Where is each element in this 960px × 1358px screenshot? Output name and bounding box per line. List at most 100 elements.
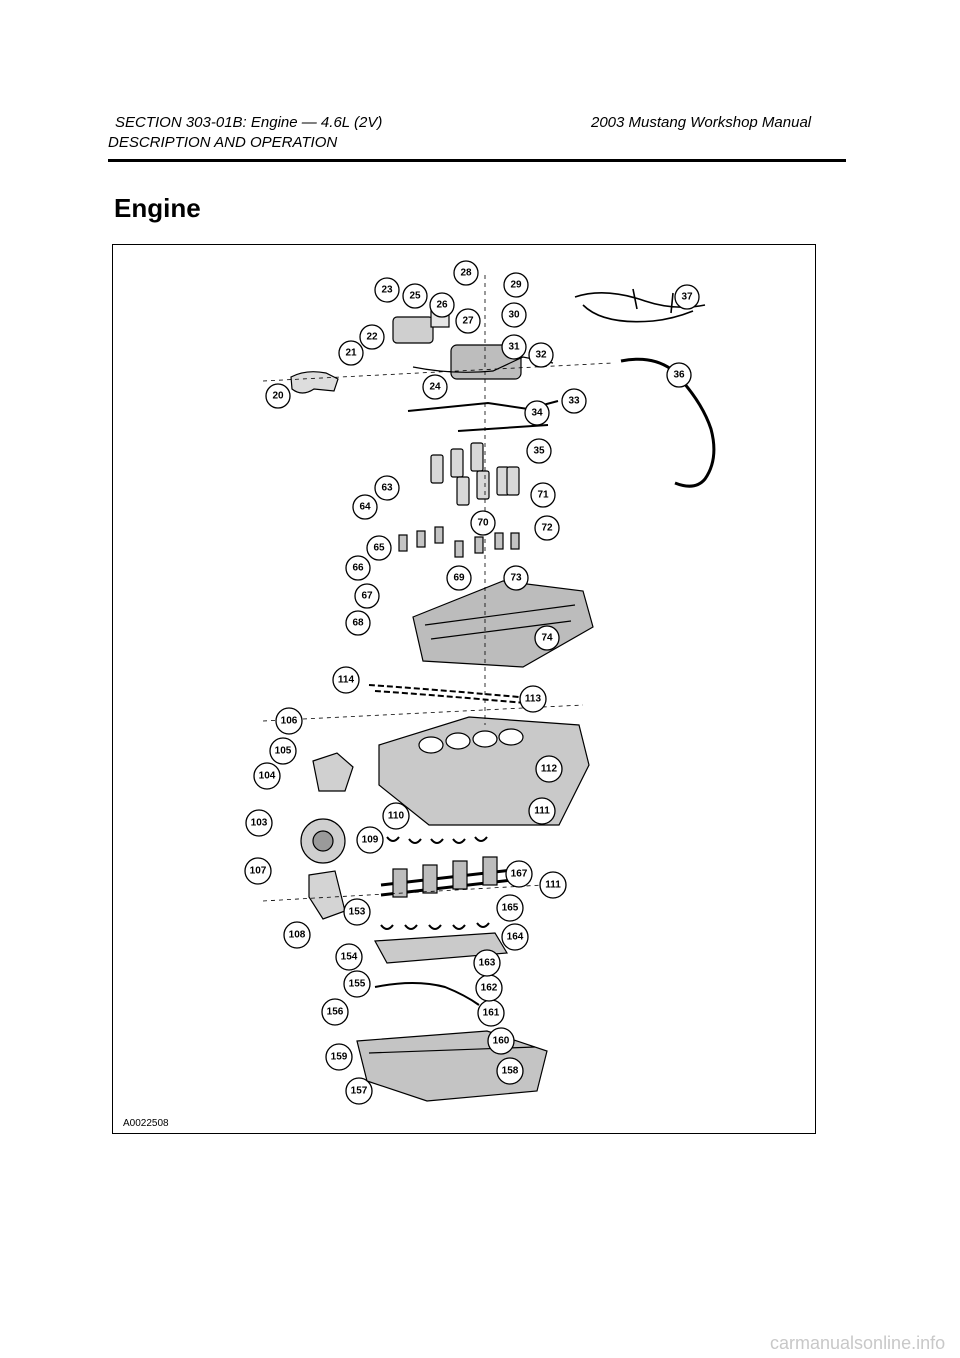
callout-162: 162 bbox=[475, 974, 503, 1002]
svg-text:111: 111 bbox=[534, 806, 550, 817]
callout-111-upper: 111 bbox=[528, 797, 556, 825]
callout-68: 68 bbox=[345, 610, 371, 636]
callout-72: 72 bbox=[534, 515, 560, 541]
svg-text:164: 164 bbox=[507, 932, 524, 943]
svg-text:72: 72 bbox=[541, 523, 553, 534]
svg-text:153: 153 bbox=[349, 907, 366, 918]
header-subsection: DESCRIPTION AND OPERATION bbox=[108, 134, 338, 151]
svg-text:31: 31 bbox=[508, 342, 520, 353]
callout-110: 110 bbox=[382, 802, 410, 830]
callout-32: 32 bbox=[528, 342, 554, 368]
svg-text:27: 27 bbox=[462, 316, 474, 327]
svg-text:160: 160 bbox=[493, 1036, 510, 1047]
callout-105: 105 bbox=[269, 737, 297, 765]
svg-text:35: 35 bbox=[533, 446, 545, 457]
svg-text:22: 22 bbox=[366, 332, 378, 343]
callout-158: 158 bbox=[496, 1057, 524, 1085]
svg-text:29: 29 bbox=[510, 280, 522, 291]
svg-text:32: 32 bbox=[535, 350, 547, 361]
svg-text:108: 108 bbox=[289, 930, 306, 941]
svg-text:114: 114 bbox=[338, 675, 355, 686]
callout-37: 37 bbox=[674, 284, 700, 310]
callout-109: 109 bbox=[356, 826, 384, 854]
callout-155: 155 bbox=[343, 970, 371, 998]
svg-text:36: 36 bbox=[673, 370, 685, 381]
callout-154: 154 bbox=[335, 943, 363, 971]
svg-text:154: 154 bbox=[341, 952, 358, 963]
callout-160: 160 bbox=[487, 1027, 515, 1055]
callout-31: 31 bbox=[501, 334, 527, 360]
svg-text:33: 33 bbox=[568, 396, 580, 407]
callout-34: 34 bbox=[524, 400, 550, 426]
callout-107: 107 bbox=[244, 857, 272, 885]
svg-text:73: 73 bbox=[510, 573, 522, 584]
callout-30: 30 bbox=[501, 302, 527, 328]
svg-text:66: 66 bbox=[352, 563, 364, 574]
svg-text:30: 30 bbox=[508, 310, 520, 321]
svg-text:110: 110 bbox=[388, 811, 405, 822]
svg-text:111: 111 bbox=[545, 880, 561, 891]
callout-104: 104 bbox=[253, 762, 281, 790]
svg-text:69: 69 bbox=[453, 573, 465, 584]
svg-text:159: 159 bbox=[331, 1052, 348, 1063]
callout-167: 167 bbox=[505, 860, 533, 888]
svg-text:34: 34 bbox=[531, 408, 543, 419]
callout-35: 35 bbox=[526, 438, 552, 464]
header-section: SECTION 303-01B: Engine — 4.6L (2V) bbox=[115, 114, 383, 131]
svg-text:161: 161 bbox=[483, 1008, 500, 1019]
svg-text:25: 25 bbox=[409, 291, 421, 302]
svg-text:23: 23 bbox=[381, 285, 393, 296]
callout-36: 36 bbox=[666, 362, 692, 388]
callout-26: 26 bbox=[429, 292, 455, 318]
svg-text:28: 28 bbox=[460, 268, 472, 279]
svg-text:63: 63 bbox=[381, 483, 393, 494]
svg-text:155: 155 bbox=[349, 979, 366, 990]
callout-113: 113 bbox=[519, 685, 547, 713]
svg-text:109: 109 bbox=[362, 835, 379, 846]
svg-text:74: 74 bbox=[541, 633, 553, 644]
callout-161: 161 bbox=[477, 999, 505, 1027]
svg-text:105: 105 bbox=[275, 746, 292, 757]
svg-text:20: 20 bbox=[272, 391, 284, 402]
callout-24: 24 bbox=[422, 374, 448, 400]
svg-text:70: 70 bbox=[477, 518, 489, 529]
callout-67: 67 bbox=[354, 583, 380, 609]
callout-111-lower: 111 bbox=[539, 871, 567, 899]
svg-text:64: 64 bbox=[359, 502, 371, 513]
svg-text:165: 165 bbox=[502, 903, 519, 914]
callout-159: 159 bbox=[325, 1043, 353, 1071]
svg-text:71: 71 bbox=[537, 490, 549, 501]
svg-text:24: 24 bbox=[429, 382, 441, 393]
svg-text:157: 157 bbox=[351, 1086, 368, 1097]
callout-153: 153 bbox=[343, 898, 371, 926]
callout-22: 22 bbox=[359, 324, 385, 350]
callout-163: 163 bbox=[473, 949, 501, 977]
engine-exploded-diagram: 20 21 22 23 24 25 26 27 28 29 30 31 32 3… bbox=[112, 244, 816, 1134]
callout-29: 29 bbox=[503, 272, 529, 298]
callout-73: 73 bbox=[503, 565, 529, 591]
callout-33: 33 bbox=[561, 388, 587, 414]
svg-text:112: 112 bbox=[541, 764, 558, 775]
callout-65: 65 bbox=[366, 535, 392, 561]
svg-text:167: 167 bbox=[511, 869, 528, 880]
callout-20: 20 bbox=[265, 383, 291, 409]
diagram-drawing: 20 21 22 23 24 25 26 27 28 29 30 31 32 3… bbox=[244, 260, 716, 1105]
callout-27: 27 bbox=[455, 308, 481, 334]
header-rule bbox=[108, 159, 846, 162]
svg-text:107: 107 bbox=[250, 866, 267, 877]
callout-165: 165 bbox=[496, 894, 524, 922]
callout-71: 71 bbox=[530, 482, 556, 508]
svg-text:68: 68 bbox=[352, 618, 364, 629]
callout-70: 70 bbox=[470, 510, 496, 536]
svg-text:106: 106 bbox=[281, 716, 298, 727]
callout-164: 164 bbox=[501, 923, 529, 951]
callout-25: 25 bbox=[402, 283, 428, 309]
callout-103: 103 bbox=[245, 809, 273, 837]
callout-63: 63 bbox=[374, 475, 400, 501]
svg-text:158: 158 bbox=[502, 1066, 519, 1077]
callout-21: 21 bbox=[338, 340, 364, 366]
callout-28: 28 bbox=[453, 260, 479, 286]
callout-112: 112 bbox=[535, 755, 563, 783]
svg-text:67: 67 bbox=[361, 591, 373, 602]
callout-108: 108 bbox=[283, 921, 311, 949]
